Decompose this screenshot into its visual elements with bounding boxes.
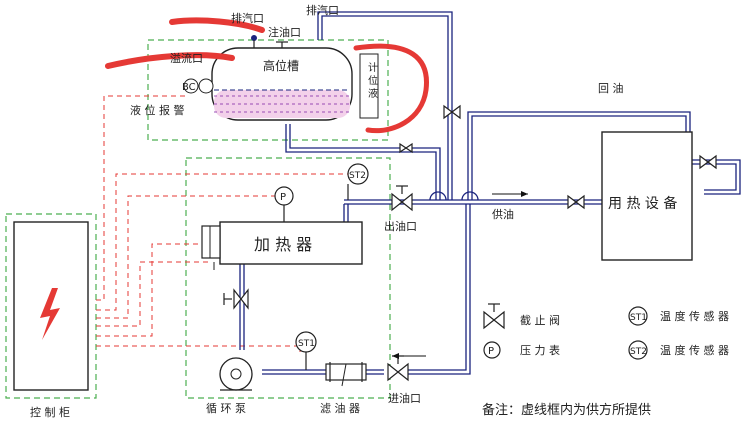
signal-lines xyxy=(96,95,348,352)
legend-valve-text: 截 止 阀 xyxy=(520,313,560,327)
supply-oil-label: 供油 xyxy=(492,207,514,221)
legend: 截 止 阀 P 压 力 表 ST1 温 度 传 感 器 ST2 温 度 传 感 … xyxy=(483,306,729,360)
exhaust-left-port xyxy=(251,35,257,41)
legend-p-tag: P xyxy=(488,346,494,357)
pipes xyxy=(239,11,741,375)
level-alarm-sensor xyxy=(183,78,199,94)
return-oil-label: 回 油 xyxy=(598,81,624,95)
red-mark-top xyxy=(169,17,265,33)
legend-temp2-text: 温 度 传 感 器 xyxy=(660,343,729,357)
st2-sensor xyxy=(347,163,369,200)
high-tank xyxy=(211,47,353,121)
oil-filter xyxy=(325,362,367,387)
oil-inlet-label: 进油口 xyxy=(388,391,421,405)
legend-pressure-text: 压 力 表 xyxy=(520,343,560,357)
oil-outlet-label: 出油口 xyxy=(384,219,417,233)
level-gauge-label: 计 位 液 xyxy=(366,61,378,99)
st1-sensor xyxy=(295,331,317,370)
red-mark-left xyxy=(105,52,235,69)
oil-fill-label: 注油口 xyxy=(268,25,301,39)
level-gauge xyxy=(359,53,379,119)
heater-dashed-box xyxy=(185,157,391,399)
footnote: 备注：虚线框内为供方所提供 xyxy=(482,402,651,418)
circulation-pump xyxy=(219,357,253,391)
control-cabinet-label: 控 制 柜 xyxy=(30,405,70,419)
exhaust-left-label: 排汽口 xyxy=(231,11,264,25)
lightning-icon xyxy=(40,288,60,340)
legend-st1-tag: ST1 xyxy=(630,313,647,323)
heating-equipment xyxy=(601,131,693,261)
legend-temp1-text: 温 度 传 感 器 xyxy=(660,309,729,323)
tank-dashed-box xyxy=(147,39,389,141)
level-alarm-label: 液 位 报 警 xyxy=(130,103,185,117)
pressure-gauge xyxy=(274,186,294,222)
red-mark-right xyxy=(353,43,429,134)
overflow-label: 溢流口 xyxy=(170,51,203,65)
heater xyxy=(219,221,363,265)
cabinet-dashed-box xyxy=(5,213,97,399)
st1-tag: ST1 xyxy=(298,339,315,349)
high-tank-label: 高位槽 xyxy=(263,58,299,73)
exhaust-right-label: 排汽口 xyxy=(306,3,339,17)
circ-pump-label: 循 环 泵 xyxy=(206,402,246,415)
st2-tag: ST2 xyxy=(349,171,366,181)
bc-tag: BC xyxy=(182,82,196,93)
valve-stems xyxy=(223,185,500,364)
heating-equipment-label: 用 热 设 备 xyxy=(608,195,677,212)
p-tag: P xyxy=(280,192,286,203)
heater-label: 加 热 器 xyxy=(254,235,312,254)
valve-icons xyxy=(233,104,717,382)
legend-st2-tag: ST2 xyxy=(630,347,647,357)
oil-filter-label: 滤 油 器 xyxy=(320,401,360,415)
